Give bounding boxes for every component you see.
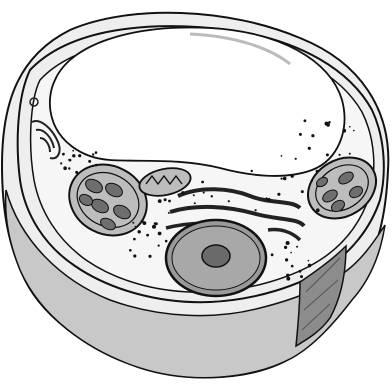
ribosome-dot <box>299 133 302 136</box>
ribosome-dot <box>141 220 144 223</box>
ribosome-dot <box>129 249 132 252</box>
ribosome-dot <box>135 226 137 228</box>
ribosome-dot <box>342 129 346 133</box>
ribosome-dot <box>308 260 310 262</box>
ribosome-dot <box>132 222 134 224</box>
ribosome-dot <box>286 274 289 277</box>
ribosome-dot <box>168 212 170 214</box>
ribosome-dot <box>285 258 288 261</box>
ribosome-dot <box>255 209 257 211</box>
ribosome-dot <box>271 253 274 256</box>
ribosome-dot <box>68 159 70 161</box>
ribosome-dot <box>194 202 196 204</box>
ribosome-dot <box>316 208 320 212</box>
ribosome-dot <box>308 147 311 150</box>
ribosome-dot <box>349 126 351 128</box>
ribosome-dot <box>78 154 81 157</box>
ribosome-dot <box>328 121 330 123</box>
ribosome-dot <box>291 174 294 177</box>
ribosome-dot <box>193 194 195 196</box>
ribosome-dot <box>95 151 98 154</box>
ribosome-dot <box>283 177 287 181</box>
ribosome-dot <box>62 153 65 156</box>
ribosome-dot <box>211 195 213 197</box>
ribosome-dot <box>158 245 160 247</box>
ribosome-dot <box>311 134 314 137</box>
ribosome-dot <box>316 170 319 173</box>
ribosome-dot <box>296 246 298 248</box>
ribosome-dot <box>349 153 351 155</box>
ribosome-dot <box>311 180 313 182</box>
ribosome-dot <box>286 241 290 245</box>
ribosome-dot <box>95 164 98 167</box>
ribosome-dot <box>152 225 156 229</box>
ribosome-dot <box>286 277 290 281</box>
ribosome-dot <box>353 130 355 132</box>
ribosome-dot <box>138 230 141 233</box>
ribosome-dot <box>203 192 205 194</box>
ribosome-dot <box>201 181 204 184</box>
ribosome-dot <box>188 206 190 208</box>
ribosome-dot <box>168 200 171 203</box>
ribosome-dot <box>133 238 136 241</box>
ribosome-dot <box>291 265 294 268</box>
ribosome-dot <box>301 190 304 193</box>
ribosome-dot <box>281 155 283 157</box>
ribosome-dot <box>251 170 253 172</box>
ribosome-dot <box>181 191 184 194</box>
ribosome-dot <box>63 166 67 170</box>
ribosome-dot <box>75 171 78 174</box>
ribosome-dot <box>158 199 162 203</box>
ribosome-dot <box>304 119 307 122</box>
ribosome-dot <box>164 198 167 201</box>
ribosome-dot <box>299 270 302 273</box>
nucleus <box>166 220 266 296</box>
ribosome-dot <box>267 198 271 202</box>
ribosome-dot <box>281 178 283 180</box>
ribosome-dot <box>72 154 75 157</box>
ribosome-dot <box>284 246 287 249</box>
ribosome-dot <box>133 254 136 257</box>
ribosome-dot <box>326 153 329 156</box>
ribosome-dot <box>295 158 297 160</box>
nucleolus <box>202 245 230 267</box>
ribosome-dot <box>146 234 149 237</box>
ribosome-dot <box>60 162 62 164</box>
ribosome-dot <box>158 232 162 236</box>
ribosome-dot <box>154 222 157 225</box>
ribosome-dot <box>309 265 311 267</box>
ribosome-dot <box>277 193 280 196</box>
ribosome-dot <box>339 154 341 156</box>
ribosome-dot <box>148 255 151 258</box>
ribosome-dot <box>228 200 230 202</box>
ribosome-dot <box>88 160 91 163</box>
ribosome-dot <box>68 167 70 169</box>
ribosome-dot <box>165 240 168 243</box>
ribosome-dot <box>300 275 303 278</box>
ribosome-dot <box>92 153 94 155</box>
ribosome-dot <box>72 150 74 152</box>
ribosome-dot <box>290 252 292 254</box>
